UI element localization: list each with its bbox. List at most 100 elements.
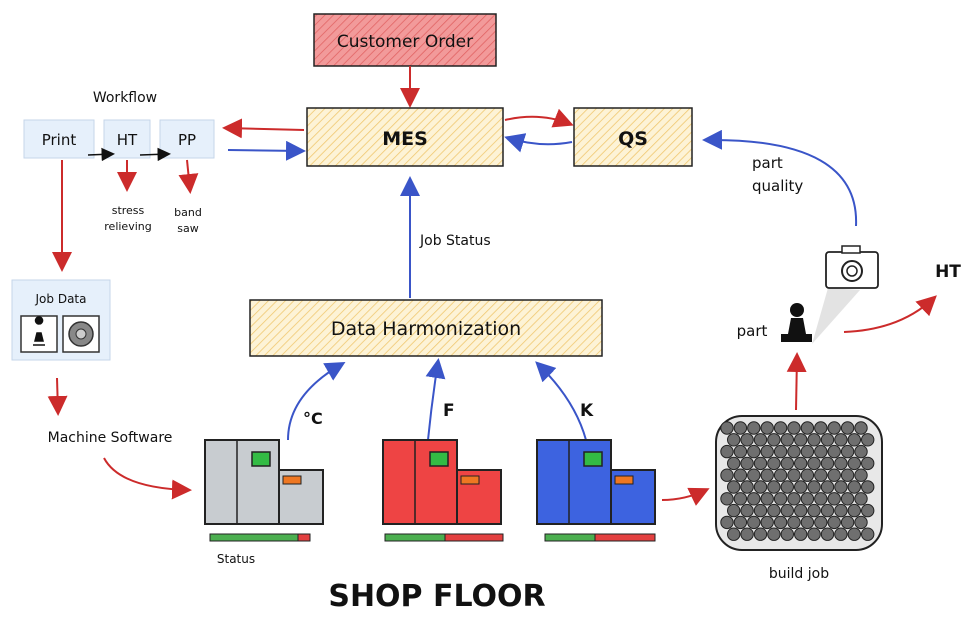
powder-sphere <box>753 527 768 541</box>
powder-sphere <box>854 444 868 459</box>
powder-sphere <box>787 444 801 459</box>
powder-sphere <box>727 527 741 541</box>
powder-sphere <box>827 468 841 482</box>
powder-sphere <box>760 444 774 459</box>
workflow-step-label: PP <box>178 131 196 149</box>
powder-sphere <box>861 527 875 541</box>
powder-sphere <box>794 527 808 541</box>
powder-sphere <box>733 468 748 482</box>
ht-note-line1: stress <box>112 204 145 217</box>
powder-sphere <box>773 468 788 482</box>
powder-sphere <box>727 503 741 518</box>
powder-sphere <box>794 433 808 447</box>
powder-sphere <box>773 492 788 506</box>
powder-sphere <box>847 433 861 447</box>
workflow-step-pp: PP <box>159 119 215 159</box>
powder-sphere <box>827 421 841 435</box>
powder-sphere <box>840 492 855 506</box>
machine-gray-status-bar <box>209 533 311 542</box>
part-quality-line2: quality <box>752 177 803 195</box>
powder-sphere <box>807 456 821 471</box>
workflow-step-print: Print <box>23 119 95 159</box>
powder-sphere <box>720 444 734 459</box>
machine-software-label: Machine Software <box>48 430 173 446</box>
powder-sphere <box>747 515 761 530</box>
powder-sphere <box>773 444 788 459</box>
machine3-to-harmonization-arrow <box>535 361 587 441</box>
powder-sphere <box>847 480 861 494</box>
powder-sphere <box>753 480 768 494</box>
powder-sphere <box>780 456 794 471</box>
powder-sphere <box>767 503 781 518</box>
powder-sphere <box>847 527 861 541</box>
ht-output-label: HT <box>935 262 961 282</box>
powder-sphere <box>733 492 748 506</box>
powder-sphere <box>820 456 835 471</box>
jobdata-to-software-arrow <box>47 377 68 416</box>
powder-sphere <box>733 444 748 459</box>
powder-sphere <box>807 480 821 494</box>
powder-sphere <box>814 515 828 530</box>
customer-order-box: Customer Order <box>313 13 497 67</box>
status-label: Status <box>217 552 255 566</box>
powder-sphere <box>767 433 781 447</box>
powder-sphere <box>800 444 815 459</box>
powder-sphere <box>753 433 768 447</box>
powder-sphere <box>760 492 774 506</box>
powder-sphere <box>840 444 855 459</box>
pp-note-line1: band <box>174 206 202 219</box>
powder-sphere <box>747 492 761 506</box>
machine1-label: °C <box>303 409 323 428</box>
data-harmonization-label: Data Harmonization <box>331 318 521 340</box>
powder-sphere <box>787 468 801 482</box>
powder-sphere <box>727 480 741 494</box>
workflow-step-ht: HT <box>103 119 151 159</box>
powder-sphere <box>820 433 835 447</box>
powder-sphere <box>840 468 855 482</box>
powder-sphere <box>747 421 761 435</box>
powder-sphere <box>834 480 848 494</box>
build-job-label: build job <box>769 566 829 582</box>
powder-sphere <box>854 421 868 435</box>
powder-sphere <box>834 527 848 541</box>
powder-sphere <box>854 515 868 530</box>
powder-sphere <box>840 421 855 435</box>
powder-sphere <box>720 515 734 530</box>
workflow-step-label: HT <box>117 131 138 149</box>
powder-sphere <box>814 444 828 459</box>
powder-sphere <box>787 492 801 506</box>
powder-sphere <box>861 480 875 494</box>
powder-sphere <box>794 480 808 494</box>
powder-sphere <box>733 515 748 530</box>
powder-sphere <box>720 492 734 506</box>
powder-sphere <box>800 421 815 435</box>
powder-sphere <box>740 433 754 447</box>
powder-sphere <box>827 444 841 459</box>
powder-sphere <box>800 468 815 482</box>
part-quality-line1: part <box>752 154 783 172</box>
powder-sphere <box>720 468 734 482</box>
powder-sphere <box>767 480 781 494</box>
qs-box: QS <box>573 107 693 167</box>
powder-sphere <box>794 503 808 518</box>
powder-sphere <box>773 421 788 435</box>
powder-sphere <box>861 433 875 447</box>
powder-sphere <box>740 456 754 471</box>
print-to-ht-arrow <box>87 147 115 162</box>
customer-order-label: Customer Order <box>337 32 473 52</box>
powder-sphere <box>780 480 794 494</box>
powder-sphere <box>747 444 761 459</box>
machine-blue <box>536 439 656 542</box>
build-job-plate <box>715 415 883 551</box>
powder-sphere <box>740 503 754 518</box>
machine-gray <box>204 439 324 542</box>
powder-sphere <box>820 527 835 541</box>
powder-sphere <box>760 468 774 482</box>
pp-note-line2: saw <box>177 222 198 235</box>
data-harmonization-box: Data Harmonization <box>249 299 603 357</box>
powder-sphere <box>800 492 815 506</box>
powder-sphere <box>814 468 828 482</box>
machine-red <box>382 439 504 542</box>
mes-label: MES <box>382 128 428 150</box>
